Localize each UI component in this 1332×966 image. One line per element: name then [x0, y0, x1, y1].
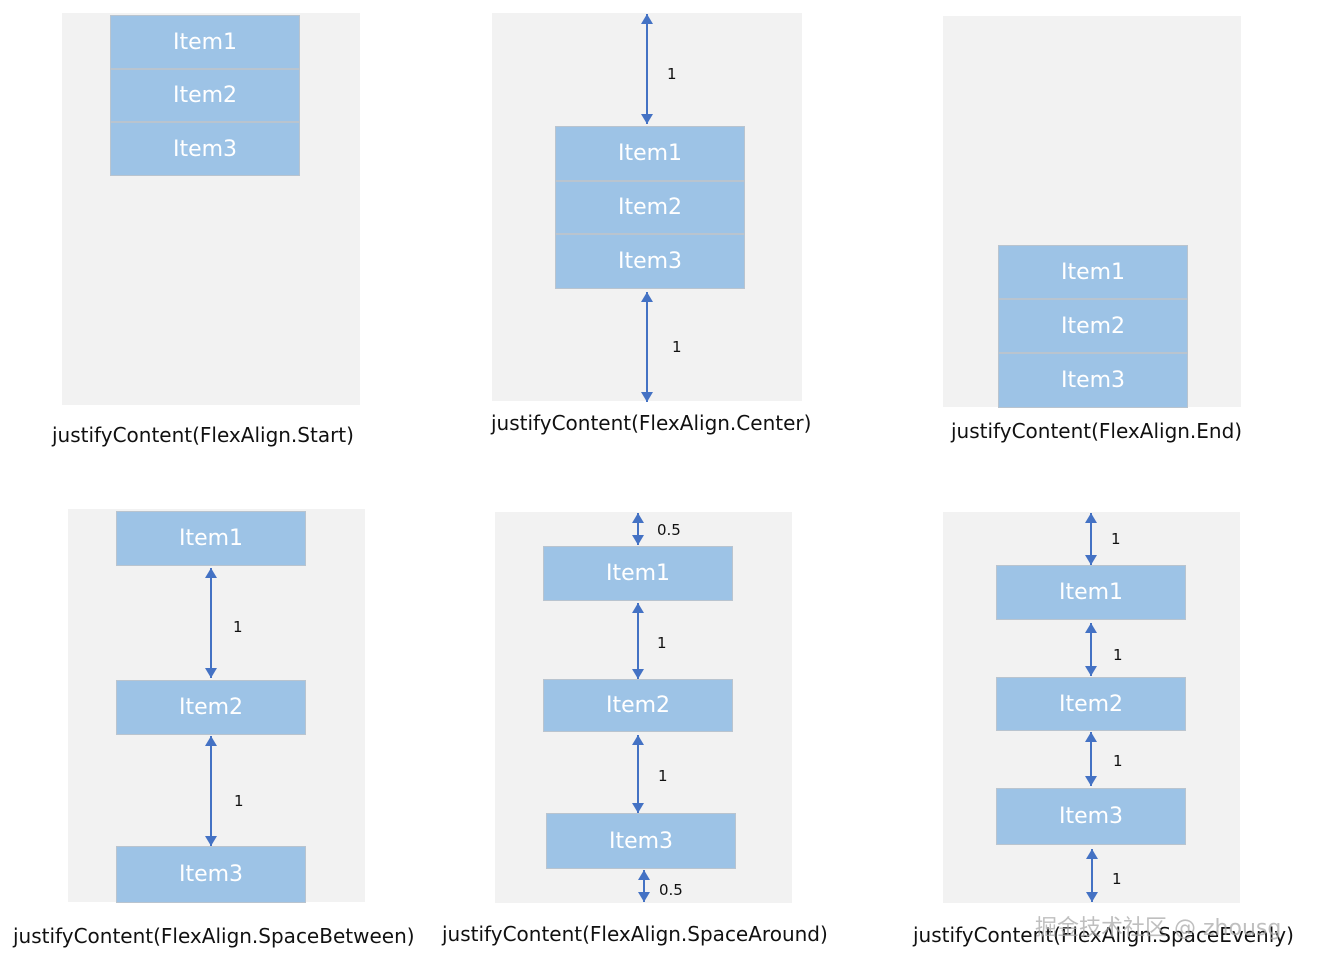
gap-arrow [204, 568, 218, 678]
gap-label: 1 [667, 65, 677, 83]
item-box: Item1 [110, 15, 300, 69]
gap-arrow [1084, 513, 1098, 565]
item-box: Item2 [116, 680, 306, 735]
gap-label: 1 [1113, 752, 1123, 770]
gap-label: 1 [1111, 530, 1121, 548]
item-box: Item1 [555, 126, 745, 181]
gap-label: 0.5 [657, 521, 681, 539]
gap-arrow [640, 14, 654, 124]
item-box: Item1 [996, 565, 1186, 620]
item-box: Item3 [546, 813, 736, 869]
item-box: Item1 [116, 511, 306, 566]
diagram-caption: justifyContent(FlexAlign.Start) [52, 423, 354, 447]
item-box: Item2 [110, 69, 300, 122]
gap-label: 1 [233, 618, 243, 636]
diagram-caption: justifyContent(FlexAlign.SpaceEvenly) [913, 923, 1294, 947]
item-box: Item3 [998, 353, 1188, 408]
gap-arrow [204, 736, 218, 846]
item-box: Item3 [116, 846, 306, 903]
gap-label: 1 [1113, 646, 1123, 664]
gap-label: 1 [658, 767, 668, 785]
gap-arrow [1084, 732, 1098, 786]
diagram-caption: justifyContent(FlexAlign.SpaceBetween) [13, 924, 415, 948]
item-box: Item2 [996, 677, 1186, 731]
gap-label: 0.5 [659, 881, 683, 899]
gap-label: 1 [234, 792, 244, 810]
gap-label: 1 [672, 338, 682, 356]
diagram-caption: justifyContent(FlexAlign.Center) [491, 411, 812, 435]
gap-label: 1 [1112, 870, 1122, 888]
item-box: Item2 [543, 679, 733, 732]
gap-arrow [1085, 849, 1099, 902]
item-box: Item1 [543, 546, 733, 601]
gap-arrow [631, 513, 645, 545]
gap-label: 1 [657, 634, 667, 652]
watermark: 掘金技术社区 @ zhousg [1035, 916, 1282, 941]
diagram-caption: justifyContent(FlexAlign.End) [951, 419, 1243, 443]
item-box: Item3 [110, 122, 300, 176]
gap-arrow [640, 292, 654, 402]
diagram-caption: justifyContent(FlexAlign.SpaceAround) [442, 922, 828, 946]
item-box: Item1 [998, 245, 1188, 299]
item-box: Item2 [998, 299, 1188, 353]
item-box: Item3 [996, 788, 1186, 845]
gap-arrow [631, 735, 645, 813]
gap-arrow [631, 603, 645, 679]
item-box: Item2 [555, 181, 745, 234]
item-box: Item3 [555, 234, 745, 289]
gap-arrow [1084, 623, 1098, 676]
gap-arrow [637, 870, 651, 902]
